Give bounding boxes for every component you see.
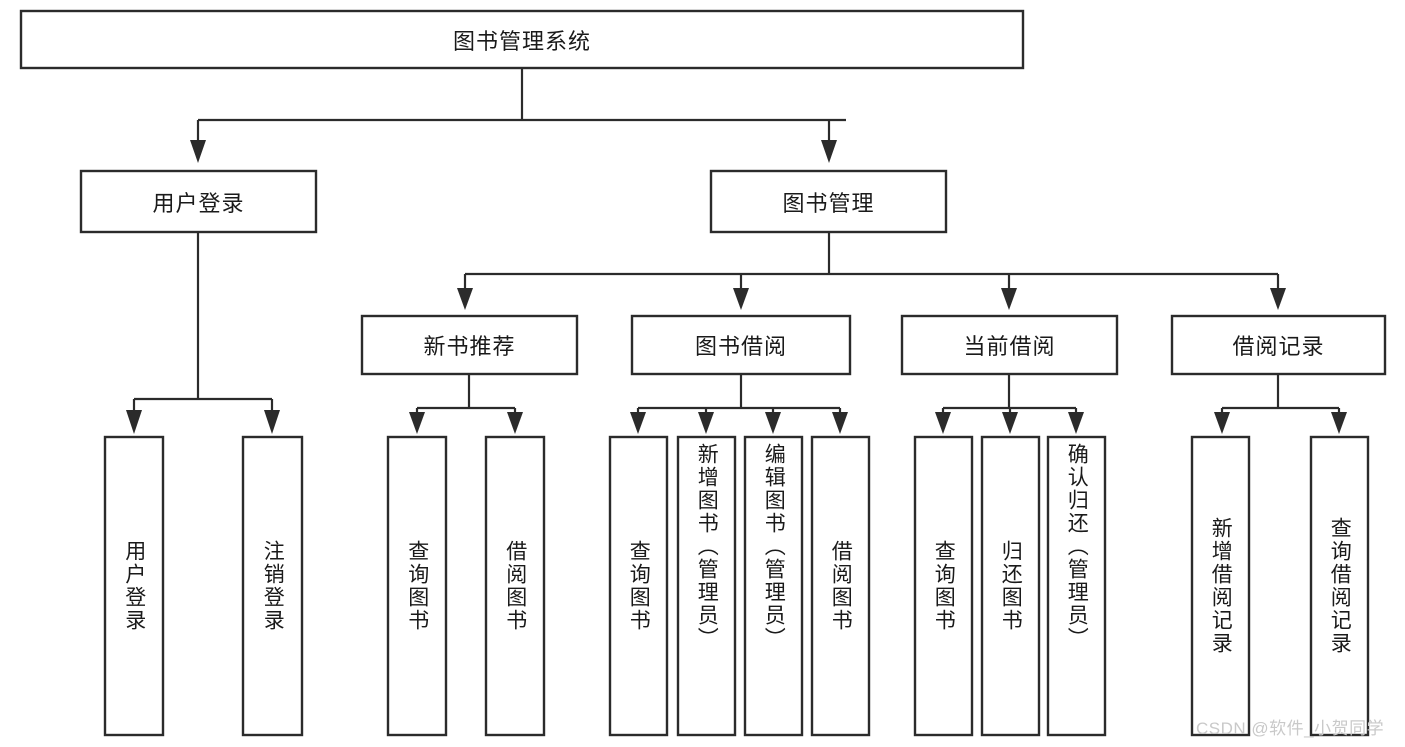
connector-group-user-login [126, 232, 280, 434]
node-leaf-user-login-1[interactable] [103, 435, 165, 737]
arrow-head-leaf-book-borrow-2 [698, 412, 714, 434]
watermark-text: CSDN @软件_小贺同学 [1196, 719, 1385, 738]
arrow-head-leaf-user-login-1 [126, 410, 142, 434]
arrow-head-leaf-book-borrow-3 [765, 412, 781, 434]
node-leaf-borrow-record-2[interactable] [1309, 435, 1370, 737]
arrow-head-leaf-current-borrow-3 [1068, 412, 1084, 434]
connector-group-root [190, 68, 846, 163]
connector-group-book-borrow [630, 374, 848, 434]
node-leaf-book-borrow-1[interactable] [608, 435, 669, 737]
arrow-head-to-user-login [190, 140, 206, 163]
node-leaf-new-book-2[interactable] [484, 435, 546, 737]
arrow-head-leaf-current-borrow-2 [1002, 412, 1018, 434]
arrow-head-leaf-borrow-record-1 [1214, 412, 1230, 434]
node-leaf-user-login-2[interactable] [241, 435, 304, 737]
arrow-head-to-new-book [457, 288, 473, 310]
connector-group-book-manage [457, 232, 1286, 310]
node-leaf-new-book-1[interactable] [386, 435, 448, 737]
node-book-borrow[interactable] [630, 314, 852, 376]
connector-group-new-book [409, 374, 523, 434]
node-leaf-book-borrow-4[interactable] [810, 435, 871, 737]
node-borrow-record[interactable] [1170, 314, 1387, 376]
arrow-head-to-book-borrow [733, 288, 749, 310]
node-leaf-current-borrow-1[interactable] [913, 435, 974, 737]
arrow-head-to-borrow-record [1270, 288, 1286, 310]
arrow-head-leaf-user-login-2 [264, 410, 280, 434]
arrow-head-leaf-current-borrow-1 [935, 412, 951, 434]
node-current-borrow[interactable] [900, 314, 1119, 376]
arrow-head-leaf-new-book-1 [409, 412, 425, 434]
connector-group-current-borrow [935, 374, 1084, 434]
arrow-head-leaf-book-borrow-1 [630, 412, 646, 434]
node-user-login[interactable] [79, 169, 318, 234]
connector-group-borrow-record [1214, 374, 1347, 434]
node-leaf-book-borrow-2[interactable] [676, 435, 737, 737]
node-leaf-current-borrow-2[interactable] [980, 435, 1041, 737]
arrow-head-leaf-new-book-2 [507, 412, 523, 434]
node-leaf-book-borrow-3[interactable] [743, 435, 804, 737]
arrow-head-to-book-manage [821, 140, 837, 163]
node-book-manage[interactable] [709, 169, 948, 234]
node-leaf-borrow-record-1[interactable] [1190, 435, 1251, 737]
node-leaf-current-borrow-3[interactable] [1046, 435, 1107, 737]
arrow-head-leaf-borrow-record-2 [1331, 412, 1347, 434]
arrow-head-leaf-book-borrow-4 [832, 412, 848, 434]
node-root[interactable] [19, 9, 1025, 70]
arrow-head-to-current-borrow [1001, 288, 1017, 310]
node-new-book[interactable] [360, 314, 579, 376]
